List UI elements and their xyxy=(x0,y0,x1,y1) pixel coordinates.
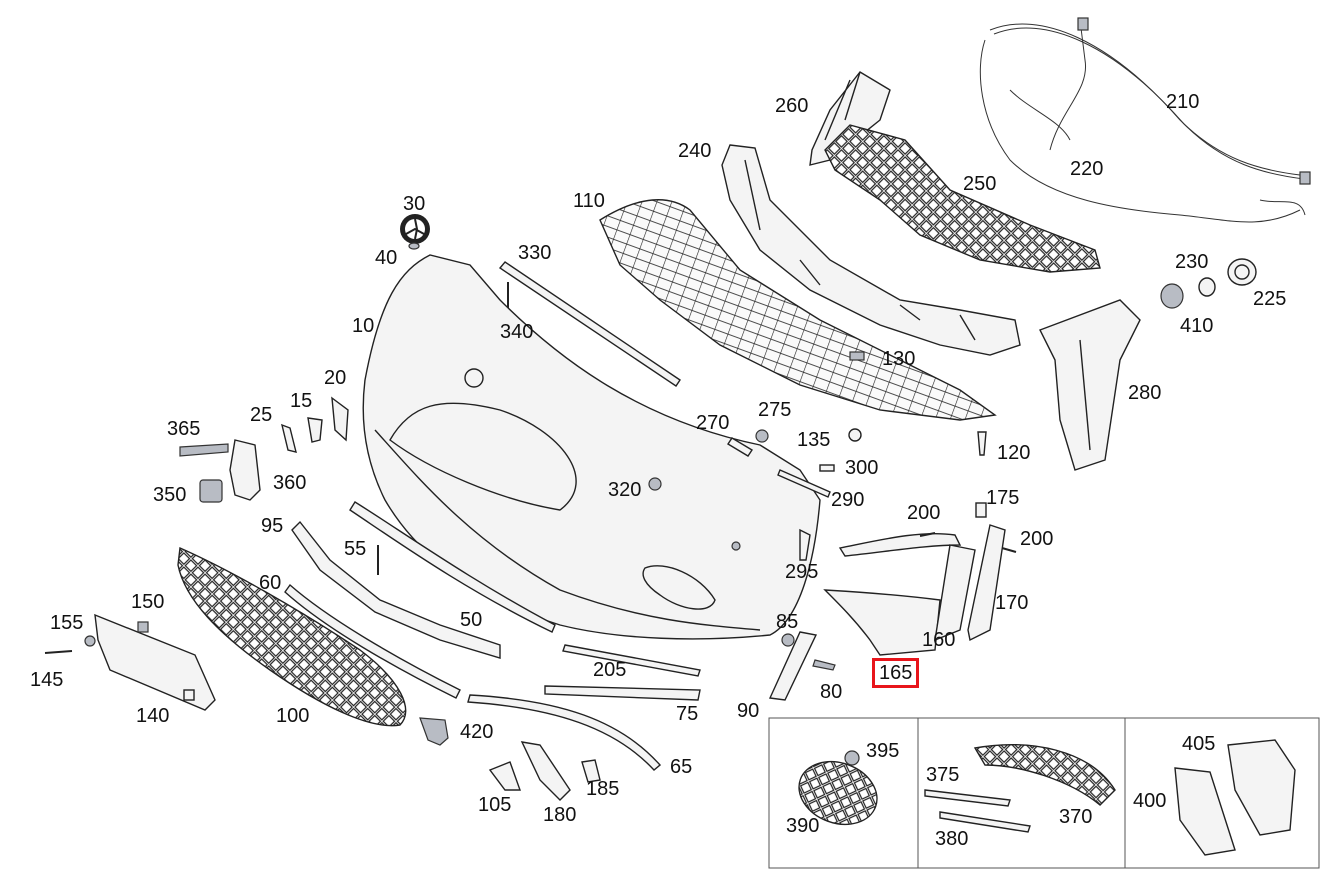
callout-170[interactable]: 170 xyxy=(995,592,1029,614)
grille-carrier xyxy=(824,124,1101,273)
callout-405[interactable]: 405 xyxy=(1182,733,1216,755)
actuator xyxy=(419,717,449,746)
callout-140[interactable]: 140 xyxy=(136,705,170,727)
callout-25[interactable]: 25 xyxy=(250,404,273,426)
callout-15[interactable]: 15 xyxy=(290,390,313,412)
callout-225[interactable]: 225 xyxy=(1253,288,1287,310)
star-emblem xyxy=(400,214,430,250)
callout-120[interactable]: 120 xyxy=(997,442,1031,464)
side-air-intake xyxy=(823,502,1017,656)
callout-20[interactable]: 20 xyxy=(324,367,347,389)
callout-30[interactable]: 30 xyxy=(403,193,426,215)
callout-55[interactable]: 55 xyxy=(344,538,367,560)
callout-200-right[interactable]: 200 xyxy=(1020,528,1054,550)
callout-110[interactable]: 110 xyxy=(573,190,605,212)
callout-160[interactable]: 160 xyxy=(922,629,956,651)
callout-280[interactable]: 280 xyxy=(1128,382,1162,404)
impact-absorber xyxy=(721,144,1021,356)
callout-365[interactable]: 365 xyxy=(167,418,201,440)
callout-180[interactable]: 180 xyxy=(543,804,577,826)
lower-strips xyxy=(284,583,701,771)
callout-260[interactable]: 260 xyxy=(775,95,809,117)
wiring-harness xyxy=(979,17,1311,223)
callout-230[interactable]: 230 xyxy=(1175,251,1209,273)
callout-100[interactable]: 100 xyxy=(276,705,310,727)
park-sensor-parts xyxy=(1160,258,1257,309)
small-brackets-left xyxy=(281,396,349,453)
bumper-cover xyxy=(362,254,821,640)
callout-75[interactable]: 75 xyxy=(676,703,699,725)
small-trim-parts xyxy=(488,741,601,801)
sensor-bracket-group xyxy=(179,439,261,503)
callout-370[interactable]: 370 xyxy=(1059,806,1093,828)
callout-290[interactable]: 290 xyxy=(831,489,865,511)
callout-65[interactable]: 65 xyxy=(670,756,693,778)
callout-420[interactable]: 420 xyxy=(460,721,494,743)
callout-375[interactable]: 375 xyxy=(926,764,960,786)
callout-320[interactable]: 320 xyxy=(608,479,642,501)
undertray xyxy=(599,199,997,421)
callout-185[interactable]: 185 xyxy=(586,778,620,800)
right-lower-parts xyxy=(768,631,836,701)
callout-340[interactable]: 340 xyxy=(500,321,534,343)
callout-200-upper[interactable]: 200 xyxy=(907,502,941,524)
callout-275[interactable]: 275 xyxy=(758,399,792,421)
callout-175[interactable]: 175 xyxy=(986,487,1020,509)
callout-145[interactable]: 145 xyxy=(30,669,64,691)
callout-165-highlighted[interactable]: 165 xyxy=(872,658,920,688)
callout-60[interactable]: 60 xyxy=(259,572,282,594)
callout-250[interactable]: 250 xyxy=(963,173,997,195)
callout-410[interactable]: 410 xyxy=(1180,315,1214,337)
callout-95[interactable]: 95 xyxy=(261,515,284,537)
callout-240[interactable]: 240 xyxy=(678,140,712,162)
callout-395[interactable]: 395 xyxy=(866,740,900,762)
upper-strip xyxy=(498,261,681,387)
lower-grille xyxy=(177,546,407,727)
callout-270[interactable]: 270 xyxy=(696,412,730,434)
side-bracket xyxy=(1039,299,1141,471)
callout-105[interactable]: 105 xyxy=(478,794,512,816)
callout-85[interactable]: 85 xyxy=(776,611,799,633)
fasteners xyxy=(648,351,987,561)
callout-390[interactable]: 390 xyxy=(786,815,820,837)
callout-10[interactable]: 10 xyxy=(352,315,375,337)
callout-150[interactable]: 150 xyxy=(131,591,165,613)
callout-205[interactable]: 205 xyxy=(593,659,627,681)
callout-380[interactable]: 380 xyxy=(935,828,969,850)
callout-210[interactable]: 210 xyxy=(1166,91,1200,113)
callout-220[interactable]: 220 xyxy=(1070,158,1104,180)
callout-90[interactable]: 90 xyxy=(737,700,760,722)
callout-50[interactable]: 50 xyxy=(460,609,483,631)
callout-350[interactable]: 350 xyxy=(153,484,187,506)
callout-300[interactable]: 300 xyxy=(845,457,879,479)
callout-330[interactable]: 330 xyxy=(518,242,552,264)
upper-bracket xyxy=(809,71,891,166)
callout-40[interactable]: 40 xyxy=(375,247,398,269)
callout-135[interactable]: 135 xyxy=(797,429,831,451)
grille-trim-strips xyxy=(291,501,556,659)
callout-155[interactable]: 155 xyxy=(50,612,84,634)
variant-inset-panel xyxy=(768,717,1320,869)
callout-360[interactable]: 360 xyxy=(273,472,307,494)
callout-400[interactable]: 400 xyxy=(1133,790,1167,812)
callout-80[interactable]: 80 xyxy=(820,681,843,703)
callout-295[interactable]: 295 xyxy=(785,561,819,583)
callout-130[interactable]: 130 xyxy=(882,348,916,370)
license-plate-bracket xyxy=(44,613,216,711)
